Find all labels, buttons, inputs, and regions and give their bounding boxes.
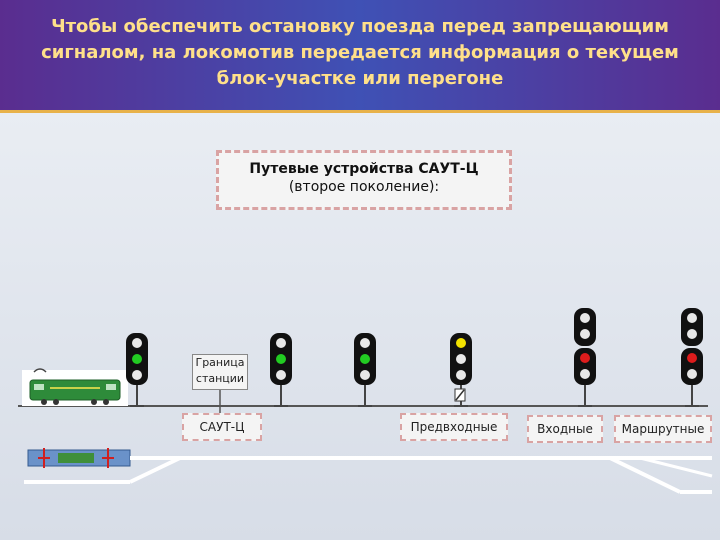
signal-1-lamp-2 [132, 354, 142, 364]
signal-5-lamp-3 [580, 353, 590, 363]
signal-3-lamp-3 [360, 370, 370, 380]
signal-4-lamp-1 [456, 338, 466, 348]
route-label: Маршрутные [614, 415, 712, 443]
page-title: Чтобы обеспечить остановку поезда перед … [41, 16, 679, 89]
signal-4-post [454, 385, 468, 407]
signal-5-lamp-4 [580, 369, 590, 379]
signal-4 [450, 333, 472, 385]
signal-1-lamp-1 [132, 338, 142, 348]
signal-5-post [578, 385, 592, 407]
signal-5-lamp-2 [580, 329, 590, 339]
device-title-line1: Путевые устройства САУТ-Ц [249, 161, 479, 177]
signal-2-lamp-1 [276, 338, 286, 348]
signal-4-lamp-2 [456, 354, 466, 364]
signal-3-lamp-1 [360, 338, 370, 348]
signal-2-post [274, 385, 288, 407]
signal-1-post [130, 385, 144, 407]
signal-6-lamp-2 [687, 329, 697, 339]
device-title-box: Путевые устройства САУТ-Ц (второе поколе… [216, 150, 512, 210]
signal-2-lamp-3 [276, 370, 286, 380]
saut-label: САУТ-Ц [182, 413, 262, 441]
device-title-line2: (второе поколение): [288, 179, 440, 195]
pre-entry-label: Предвходные [400, 413, 508, 441]
entry-label: Входные [527, 415, 603, 443]
header-banner: Чтобы обеспечить остановку поезда перед … [0, 0, 720, 113]
signal-6-lamp-3 [687, 353, 697, 363]
signal-1-lamp-3 [132, 370, 142, 380]
signal-6-post [685, 385, 699, 407]
station-border-label: Граница станции [192, 354, 248, 390]
signal-3 [354, 333, 376, 385]
signal-4-lamp-3 [456, 370, 466, 380]
signal-6 [681, 308, 703, 385]
signal-3-lamp-2 [360, 354, 370, 364]
signal-6-lamp-4 [687, 369, 697, 379]
signal-1 [126, 333, 148, 385]
signal-6-lamp-1 [687, 313, 697, 323]
signal-5-lamp-1 [580, 313, 590, 323]
signal-3-post [358, 385, 372, 407]
track-plan [24, 448, 713, 494]
locomotive-icon [22, 368, 128, 406]
signal-5 [574, 308, 596, 385]
signal-2-lamp-2 [276, 354, 286, 364]
signal-2 [270, 333, 292, 385]
